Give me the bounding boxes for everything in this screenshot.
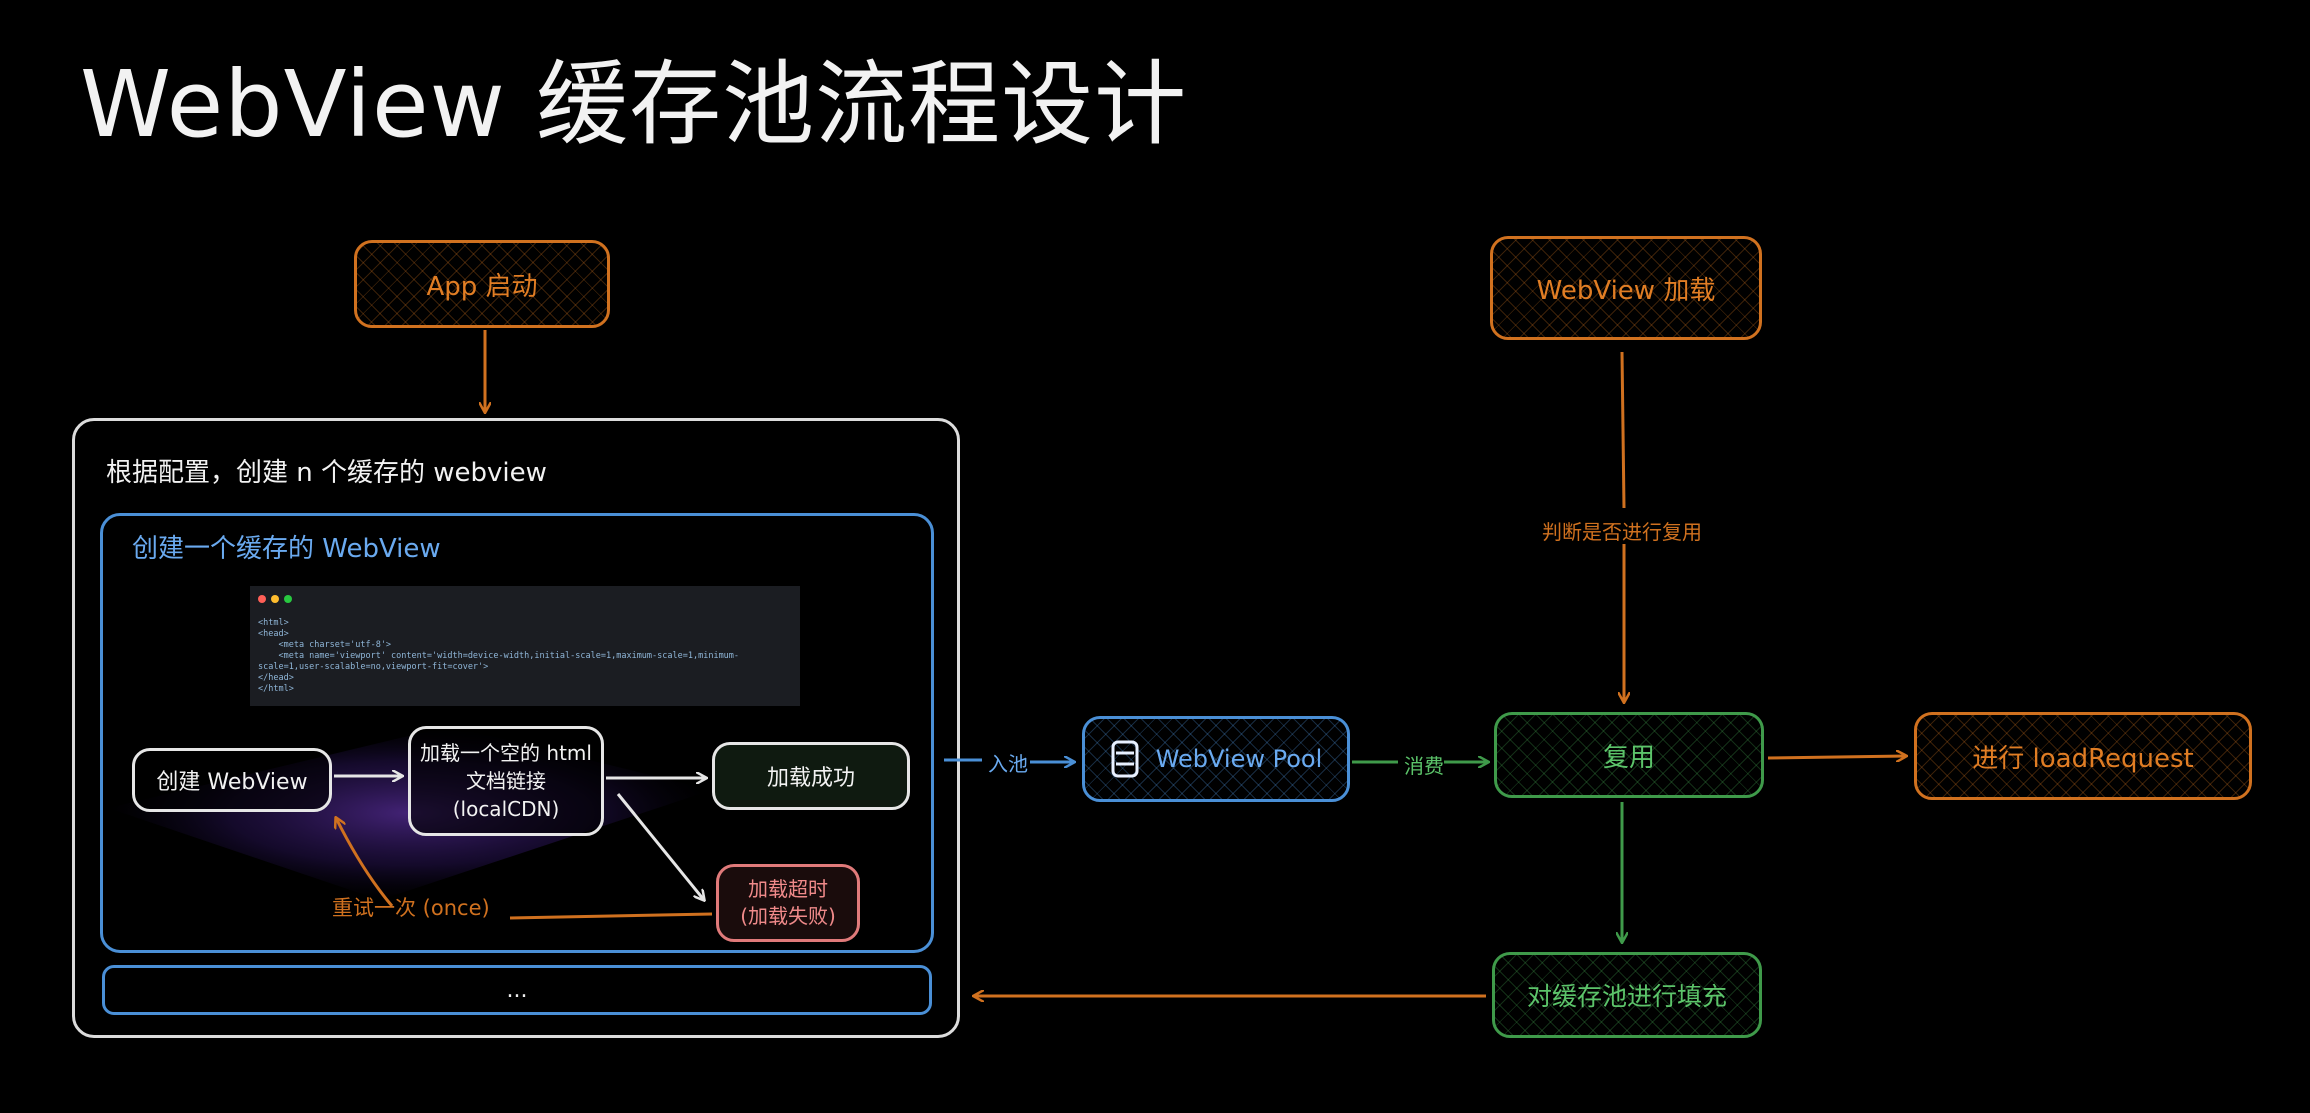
inner-container-label: 创建一个缓存的 WebView	[132, 534, 441, 564]
load-success-node: 加载成功	[712, 742, 910, 810]
app-start-label: App 启动	[426, 271, 538, 302]
webview-load-node: WebView 加载	[1490, 236, 1762, 340]
enter-pool-label: 入池	[986, 748, 1030, 777]
page-title: WebView 缓存池流程设计	[80, 51, 1188, 158]
code-snippet: <html> <head> <meta charset='utf-8'> <me…	[258, 618, 740, 694]
load-empty-line1: 加载一个空的 html	[420, 741, 592, 765]
ellipsis-label: ...	[506, 977, 528, 1003]
edge-reuse-to-loadrequest	[1767, 756, 1906, 758]
load-empty-line2: 文档链接	[466, 769, 546, 793]
consume-label: 消费	[1402, 750, 1446, 779]
edge-judge-reuse	[1620, 351, 1626, 509]
refill-node: 对缓存池进行填充	[1492, 952, 1762, 1038]
retry-label: 重试一次 (once)	[332, 896, 490, 920]
load-timeout-line2: (加载失败)	[740, 904, 836, 928]
outer-container	[72, 418, 960, 1038]
close-dot-icon	[258, 595, 266, 603]
webview-load-label: WebView 加载	[1536, 275, 1716, 306]
outer-container-label: 根据配置，创建 n 个缓存的 webview	[106, 458, 547, 488]
reuse-node: 复用	[1494, 712, 1764, 798]
load-request-node: 进行 loadRequest	[1914, 712, 2252, 800]
webview-pool-label: WebView Pool	[1155, 745, 1323, 773]
more-webviews-box: ...	[102, 965, 932, 1015]
inner-container	[100, 513, 934, 953]
database-icon	[1111, 740, 1139, 778]
maximize-dot-icon	[284, 595, 292, 603]
load-request-label: 进行 loadRequest	[1972, 743, 2194, 774]
load-timeout-line1: 加载超时	[748, 877, 828, 901]
load-empty-html-node: 加载一个空的 html 文档链接 (localCDN)	[408, 726, 604, 836]
create-webview-node: 创建 WebView	[132, 748, 332, 812]
load-empty-line3: (localCDN)	[452, 797, 560, 821]
minimize-dot-icon	[271, 595, 279, 603]
refill-label: 对缓存池进行填充	[1526, 982, 1727, 1011]
code-snippet-window: <html> <head> <meta charset='utf-8'> <me…	[250, 586, 800, 706]
load-success-label: 加载成功	[766, 766, 855, 791]
create-webview-label: 创建 WebView	[156, 770, 308, 795]
judge-reuse-label: 判断是否进行复用	[1538, 514, 1706, 547]
app-start-node: App 启动	[354, 240, 610, 328]
webview-pool-node: WebView Pool	[1082, 716, 1350, 802]
load-timeout-node: 加载超时 (加载失败)	[716, 864, 860, 942]
reuse-label: 复用	[1602, 742, 1655, 773]
